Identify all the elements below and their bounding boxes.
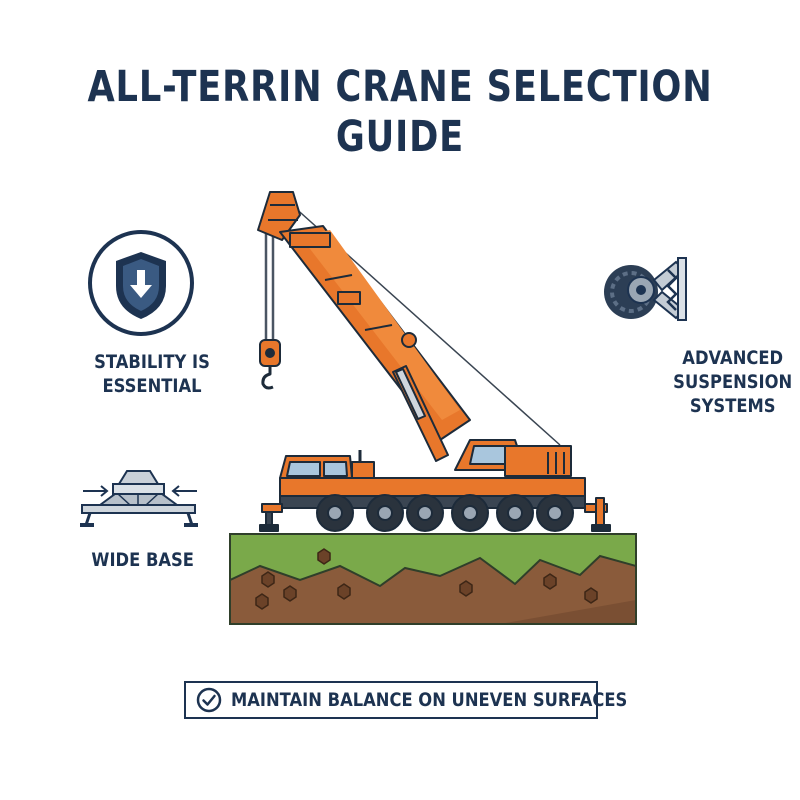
shield-down-arrow-icon <box>88 230 194 336</box>
balance-banner: MAINTAIN BALANCE ON UNEVEN SURFACES <box>184 681 627 719</box>
feature-suspension-label: ADVANCED SUSPENSION SYSTEMS <box>673 347 793 417</box>
page-title: ALL-TERRIN CRANE SELECTION GUIDE <box>87 62 713 162</box>
feature-base-label: WIDE BASE <box>91 549 194 571</box>
mobile-crane-illustration <box>257 191 611 532</box>
terrain <box>229 533 637 625</box>
banner-text: MAINTAIN BALANCE ON UNEVEN SURFACES <box>231 689 628 711</box>
feature-stability-label: STABILITY IS ESSENTIAL <box>94 351 210 397</box>
check-circle-icon <box>196 687 222 713</box>
suspension-wheel-icon <box>604 257 687 321</box>
wide-base-platform-icon <box>80 470 198 527</box>
